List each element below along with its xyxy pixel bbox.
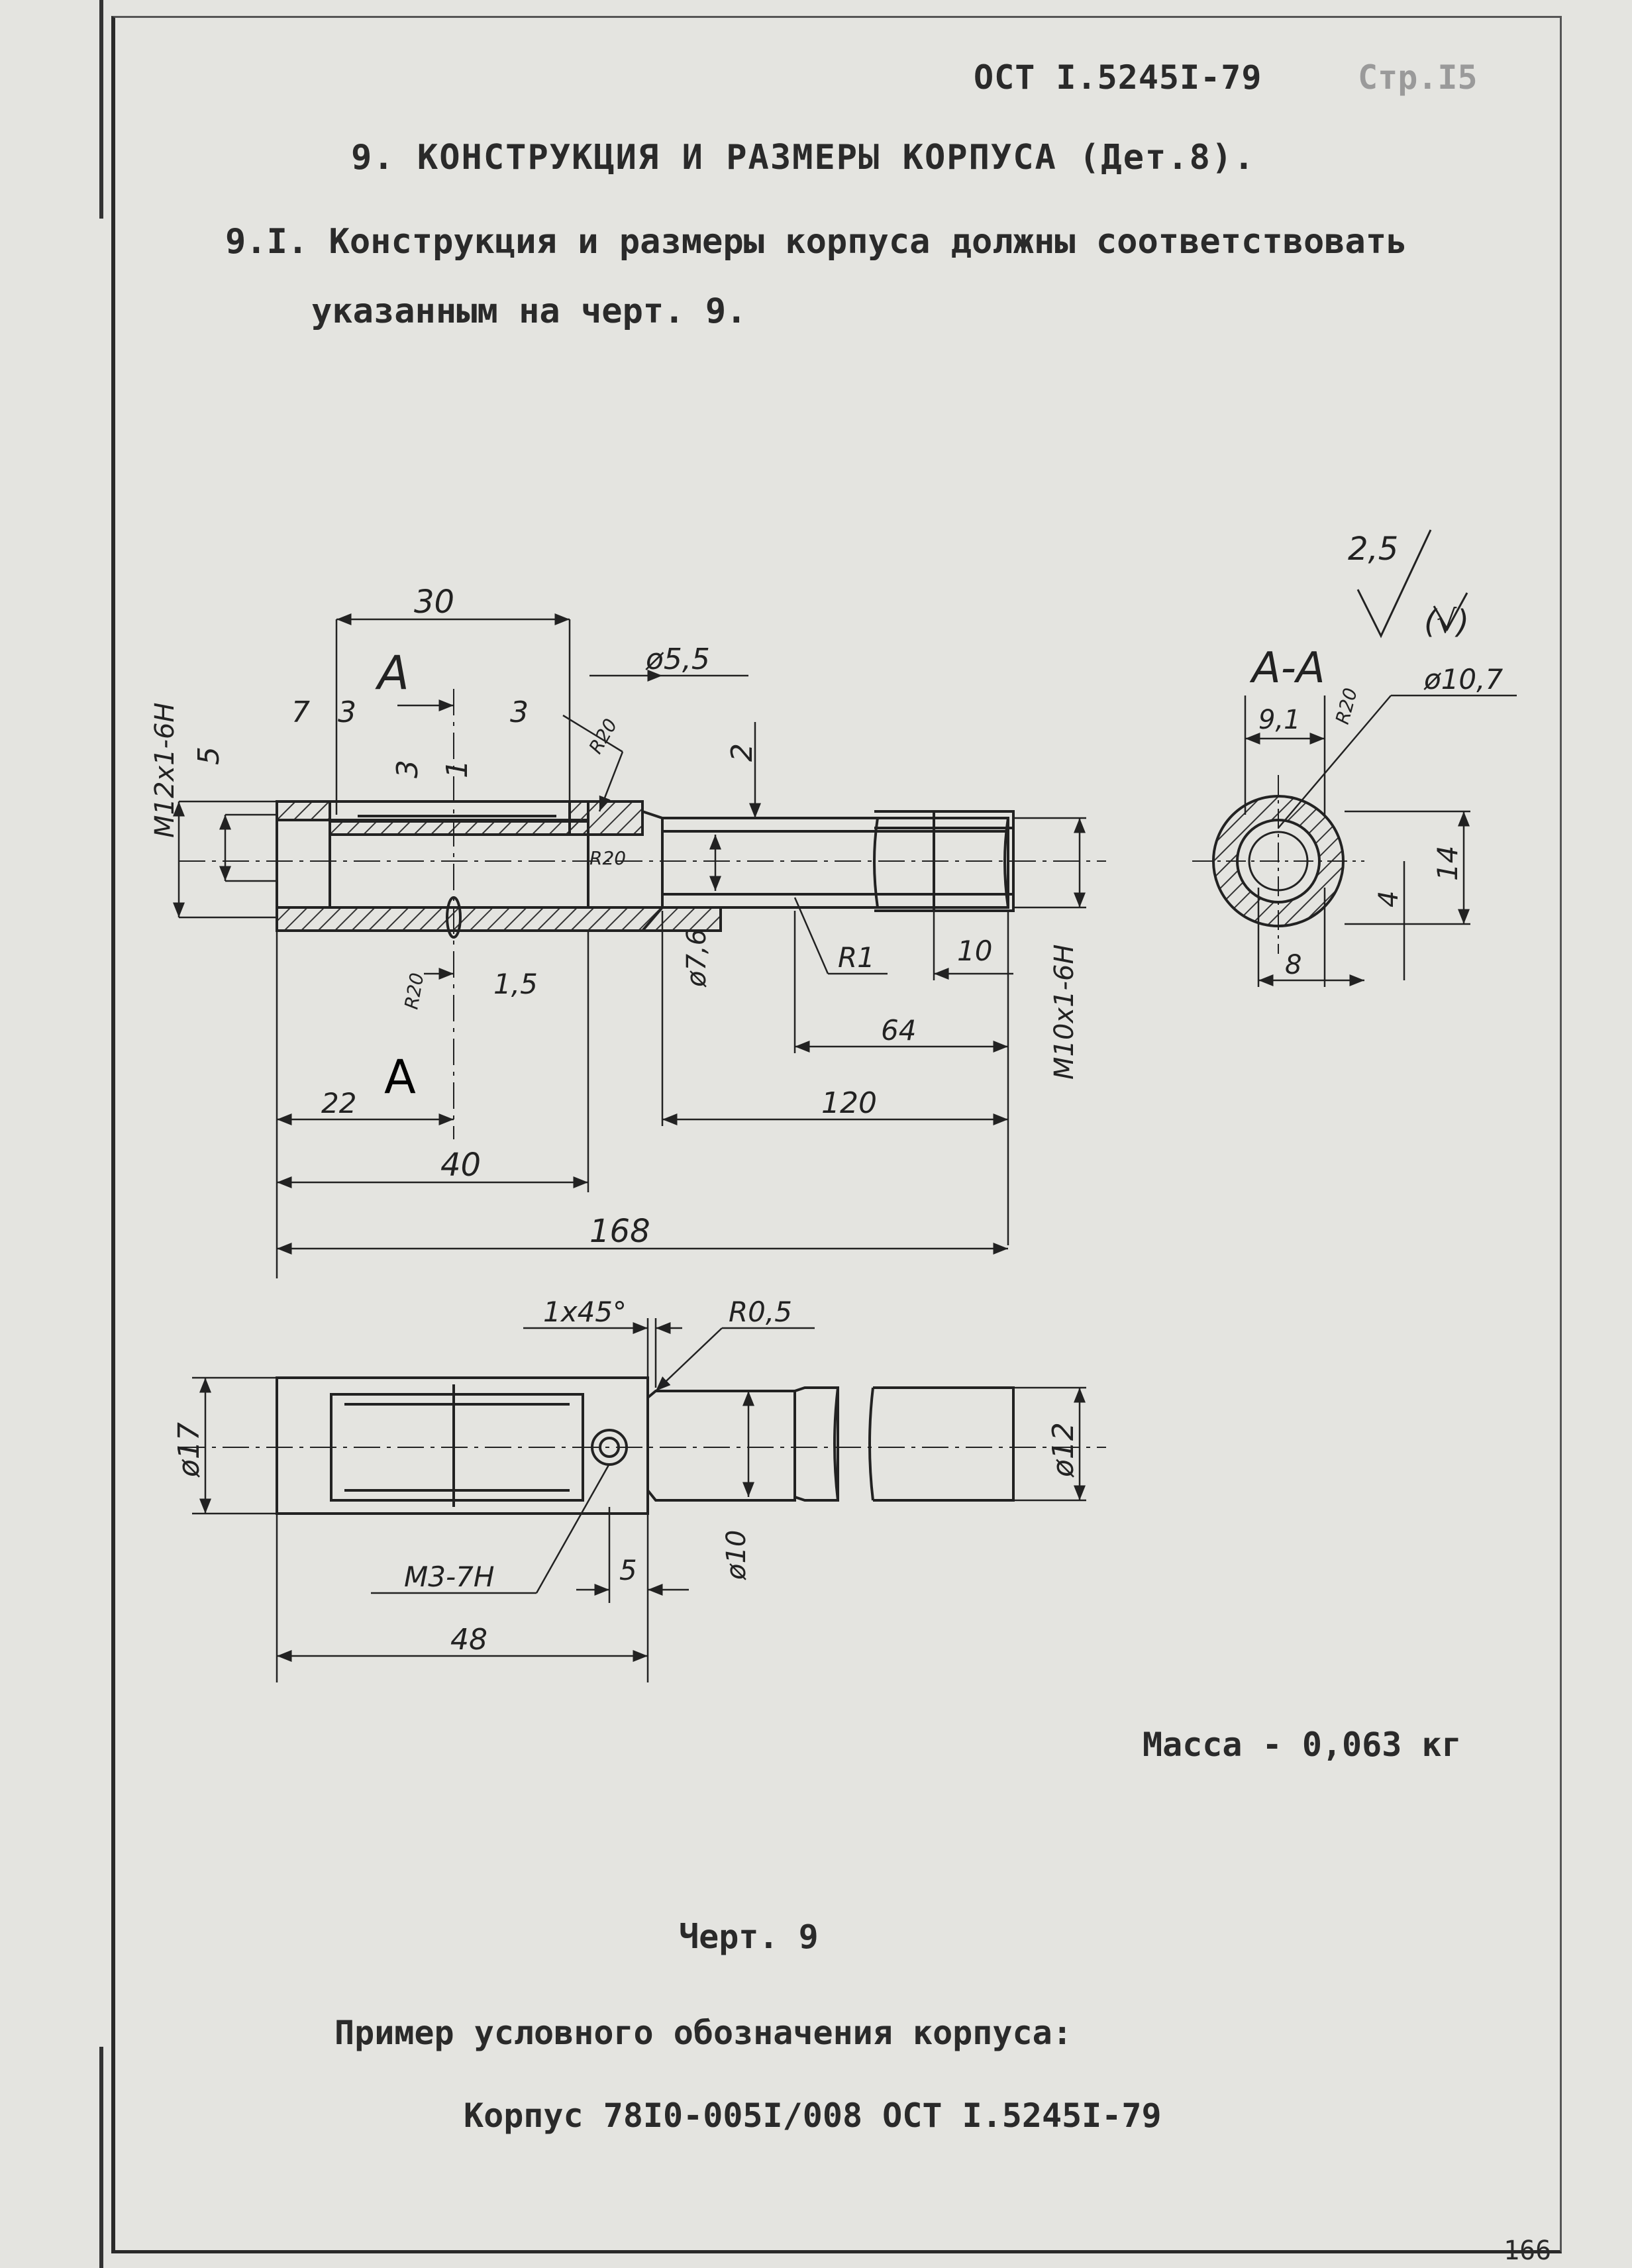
standard-code: ОСТ I.5245I-79 <box>974 58 1262 97</box>
dim-64: 64 <box>881 1014 916 1047</box>
page-frame <box>111 16 1562 2253</box>
bottom-view <box>179 1376 1106 1515</box>
dim-9-1: 9,1 <box>1258 705 1301 735</box>
dim-thread-left: M12x1-6H <box>150 703 180 839</box>
roughness-bracket: (√) <box>1424 603 1469 641</box>
page-reference: Стр.I5 <box>1358 58 1478 97</box>
dim-1: 1 <box>440 760 474 778</box>
dim-8: 8 <box>1285 950 1301 980</box>
section-mark-top: A <box>375 646 409 700</box>
dim-3a: 3 <box>338 696 356 729</box>
dim-2: 2 <box>725 743 759 762</box>
dim-10: 10 <box>957 935 992 967</box>
dim-chamfer: 1x45° <box>543 1296 627 1328</box>
dim-thread-m3: M3-7H <box>404 1561 494 1593</box>
dimension-labels: M12x1-6H 30 A 7 3 3 3 1 5 ø5,5 R20 R20 R… <box>150 531 1503 1657</box>
section-title: 9. КОНСТРУКЦИЯ И РАЗМЕРЫ КОРПУСА (Дет.8)… <box>351 138 1256 178</box>
hatch-shoulder-upper <box>568 800 644 836</box>
dim-40: 40 <box>440 1147 481 1184</box>
section-a-a <box>1192 529 1517 987</box>
hatch-left-upper <box>276 800 331 821</box>
dim-r1: R1 <box>838 941 875 974</box>
dim-diam-17: ø17 <box>172 1422 206 1478</box>
dim-3c: 3 <box>391 760 425 778</box>
dim-1-5: 1,5 <box>493 968 538 1000</box>
dim-5-bottom: 5 <box>619 1554 637 1586</box>
sheet-number: 166 <box>1504 2236 1552 2266</box>
dim-r20-section: R20 <box>1331 686 1362 727</box>
dim-diam-10-7: ø10,7 <box>1423 663 1503 696</box>
paragraph-line-1: 9.I. Конструкция и размеры корпуса должн… <box>225 222 1407 262</box>
dim-168: 168 <box>589 1213 650 1250</box>
example-designation: Корпус 78I0-005I/008 ОСТ I.5245I-79 <box>464 2096 1162 2135</box>
section-mark-bottom: A <box>384 1050 416 1104</box>
figure-caption: Черт. 9 <box>679 1918 819 1956</box>
paragraph-line-2: указанным на черт. 9. <box>311 291 747 331</box>
dim-7: 7 <box>291 696 310 729</box>
dim-5: 5 <box>192 747 226 765</box>
dim-120: 120 <box>821 1086 877 1120</box>
dim-r20-bottom: R20 <box>400 971 428 1011</box>
dim-diam-12: ø12 <box>1046 1422 1080 1478</box>
dim-3b: 3 <box>510 696 529 729</box>
dim-22: 22 <box>321 1087 356 1119</box>
dim-4: 4 <box>1374 891 1404 907</box>
section-label-a-a: A-A <box>1249 644 1325 693</box>
binder-line-top <box>99 0 103 219</box>
top-view <box>179 689 1106 1139</box>
binder-line-bottom <box>99 2047 103 2268</box>
dim-r20-mid: R20 <box>589 847 626 869</box>
dim-r20-top: R20 <box>584 715 621 757</box>
dim-r0-5: R0,5 <box>729 1296 792 1328</box>
dim-thread-right: M10x1-6H <box>1049 945 1080 1080</box>
dim-diam-5-5: ø5,5 <box>645 643 710 676</box>
dim-diam-7-6: ø7,6 <box>682 929 712 988</box>
dim-diam-10: ø10 <box>721 1530 752 1580</box>
dim-48: 48 <box>450 1623 487 1657</box>
dim-14: 14 <box>1431 846 1464 881</box>
mass-value: Масса - 0,063 кг <box>1143 1726 1462 1764</box>
dim-30: 30 <box>414 584 454 621</box>
example-label: Пример условного обозначения корпуса: <box>334 2014 1072 2052</box>
bottom-view-dimensions <box>192 1318 1086 1682</box>
roughness-value: 2,5 <box>1348 531 1398 568</box>
top-view-dimensions <box>173 613 1086 1278</box>
